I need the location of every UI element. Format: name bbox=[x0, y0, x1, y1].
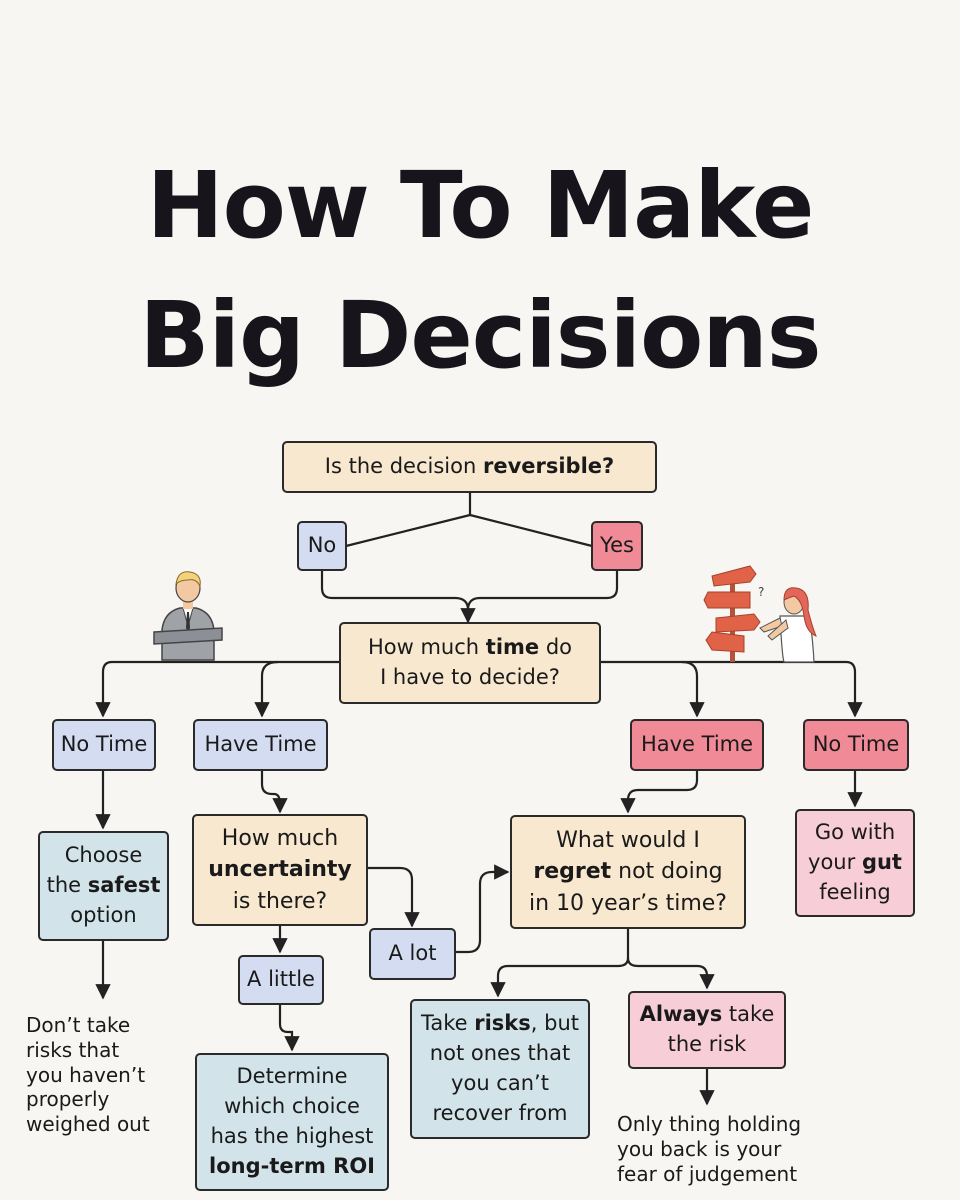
question-time-bold: time bbox=[485, 635, 540, 660]
always-line2: the risk bbox=[667, 1032, 747, 1056]
safest-line1: Choose bbox=[64, 843, 143, 868]
question-reversible: Is the decision reversible? bbox=[282, 441, 657, 493]
safest-line2-pre: the bbox=[46, 873, 88, 898]
regret-line3: in 10 year’s time? bbox=[529, 890, 727, 916]
risks-line1-pre: Take bbox=[421, 1011, 475, 1036]
safest-line3: option bbox=[70, 902, 137, 927]
roi-line1: Determine bbox=[236, 1064, 348, 1089]
question-time-line2: I have to decide? bbox=[380, 665, 560, 689]
question-time-post: do bbox=[539, 635, 573, 660]
answer-a-lot: A lot bbox=[369, 928, 456, 980]
uncertainty-line3: is there? bbox=[232, 888, 328, 914]
roi-line2: which choice bbox=[224, 1094, 360, 1119]
always-line1-bold: Always bbox=[639, 1002, 723, 1027]
man-crossed-arms-illustration bbox=[153, 571, 223, 661]
note-dont-take-risks: Don’t take risks that you haven’t proper… bbox=[26, 1013, 186, 1137]
note-left-line: Don’t take bbox=[26, 1013, 131, 1037]
choose-safest-option: Choose the safest option bbox=[38, 831, 169, 941]
have-time-right: Have Time bbox=[630, 719, 764, 771]
question-reversible-bold: reversible? bbox=[482, 454, 615, 479]
take-risks: Take risks, but not ones that you can’t … bbox=[410, 999, 590, 1139]
signpost-woman-illustration: ? bbox=[703, 565, 817, 663]
gut-line2-bold: gut bbox=[861, 850, 902, 875]
note-left-line: risks that bbox=[26, 1037, 120, 1062]
roi-line4-bold: long-term ROI bbox=[209, 1153, 375, 1178]
note-fear-of-judgement: Only thing holding you back is your fear… bbox=[617, 1112, 857, 1186]
note-left-line: you haven’t bbox=[26, 1062, 146, 1087]
note-right-line: Only thing holding bbox=[617, 1112, 802, 1136]
roi-line3: has the highest bbox=[210, 1124, 374, 1148]
always-take-risk: Always take the risk bbox=[628, 991, 786, 1069]
title-line-2: Big Decisions bbox=[139, 282, 821, 389]
risks-line4: recover from bbox=[432, 1100, 568, 1125]
determine-roi: Determine which choice has the highest l… bbox=[195, 1053, 389, 1191]
risks-line2: not ones that bbox=[429, 1041, 571, 1066]
question-uncertainty: How much uncertainty is there? bbox=[192, 814, 368, 926]
regret-line1: What would I bbox=[556, 828, 700, 854]
answer-yes: Yes bbox=[591, 521, 643, 571]
no-time-right: No Time bbox=[803, 719, 909, 771]
regret-line2-bold: regret bbox=[533, 859, 612, 885]
question-reversible-text: Is the decision bbox=[324, 454, 483, 479]
question-time-pre: How much bbox=[367, 635, 486, 660]
svg-text:?: ? bbox=[758, 585, 764, 599]
risks-line1-bold: risks bbox=[474, 1011, 531, 1036]
regret-line2-post: not doing bbox=[611, 859, 723, 885]
answer-no: No bbox=[297, 521, 347, 571]
note-right-line: you back is your bbox=[617, 1136, 782, 1161]
question-regret: What would I regret not doing in 10 year… bbox=[510, 815, 746, 929]
answer-a-little: A little bbox=[238, 955, 324, 1005]
go-with-gut: Go with your gut feeling bbox=[795, 809, 915, 917]
uncertainty-line1: How much bbox=[221, 826, 339, 852]
risks-line3: you can’t bbox=[451, 1071, 549, 1095]
no-time-left: No Time bbox=[52, 719, 156, 771]
gut-line1: Go with bbox=[814, 820, 896, 845]
gut-line2-pre: your bbox=[808, 850, 862, 875]
safest-line2-bold: safest bbox=[87, 873, 161, 898]
note-left-line: properly bbox=[26, 1087, 110, 1112]
uncertainty-line2-bold: uncertainty bbox=[208, 857, 352, 883]
title-line-1: How To Make bbox=[146, 152, 815, 259]
gut-line3: feeling bbox=[819, 879, 891, 904]
question-time: How much time do I have to decide? bbox=[339, 622, 601, 704]
always-line1-post: take bbox=[722, 1002, 775, 1027]
have-time-left: Have Time bbox=[193, 719, 328, 771]
risks-line1-post: , but bbox=[530, 1011, 579, 1036]
note-left-line: weighed out bbox=[26, 1112, 150, 1137]
note-right-line: fear of judgement bbox=[617, 1161, 798, 1186]
